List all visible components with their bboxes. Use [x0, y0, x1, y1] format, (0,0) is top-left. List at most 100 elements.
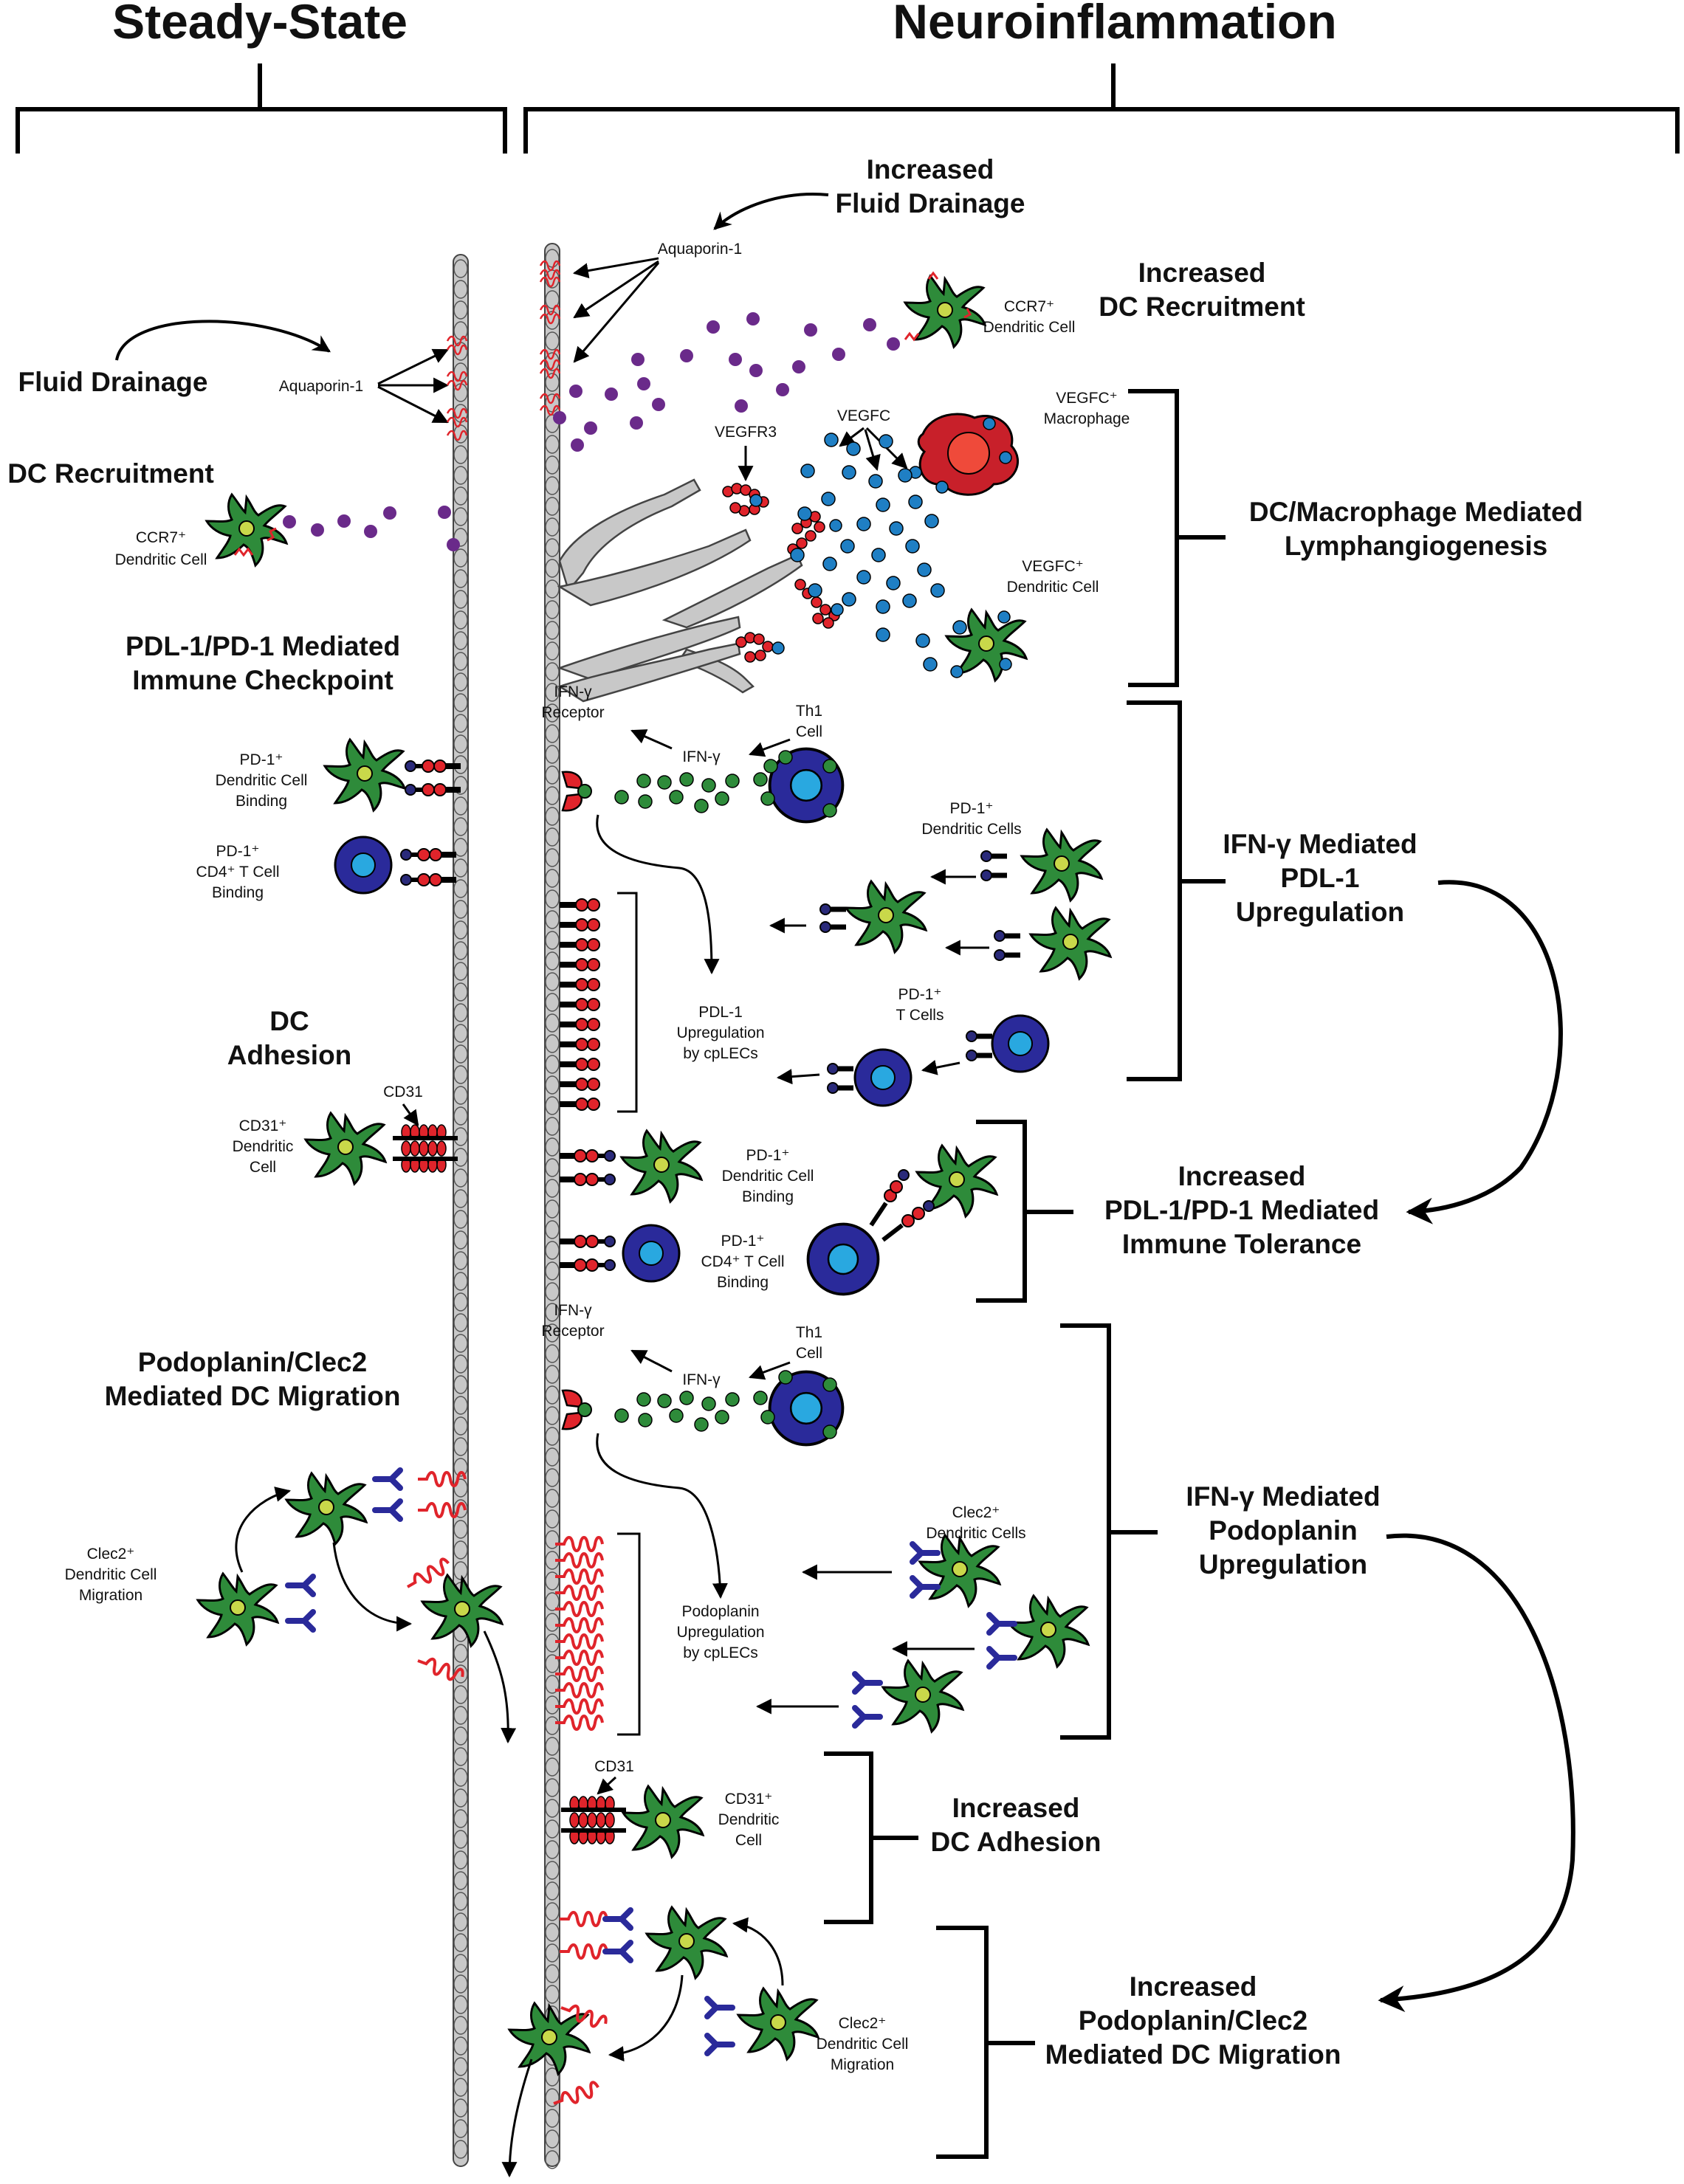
label-vegfc-dc-l2: Dendritic Cell — [1007, 579, 1099, 596]
endothelial-cell-segment — [453, 1251, 468, 1270]
podoplanin-receptor — [554, 1568, 604, 1585]
endothelial-cell-segment — [453, 362, 468, 382]
endothelial-cell-segment — [545, 1613, 560, 1632]
endothelial-cell-segment — [453, 1561, 468, 1580]
pd1-dc-right-3 — [1029, 906, 1112, 980]
endothelial-cell-segment — [453, 1726, 468, 1746]
podoplanin-right-b — [558, 1943, 608, 1960]
endothelial-cell-segment — [545, 1861, 560, 1880]
label-pd1-tcells-l2: T Cells — [896, 1007, 944, 1024]
header-brackets — [16, 63, 1680, 154]
endothelial-cell-segment — [453, 1912, 468, 1932]
endothelial-cell-segment — [453, 466, 468, 485]
endothelial-cell-segment — [545, 1757, 560, 1777]
label-pd1-t-binding-right-l3: Binding — [717, 1274, 769, 1291]
endothelial-cell-segment — [453, 1416, 468, 1436]
label-pd1-dc-binding-right-l1: PD-1⁺ — [746, 1147, 790, 1164]
endothelial-cell-segment — [545, 1654, 560, 1673]
label-podo-up-small-l3: by cpLECs — [683, 1644, 758, 1661]
label-dc-adhesion-l2: Adhesion — [227, 1040, 352, 1070]
endothelial-cell-segment — [453, 982, 468, 1002]
clec2-dc-binding-right — [645, 1906, 728, 1980]
endothelial-cell-segment — [545, 1055, 560, 1074]
label-vegfc-dc-l1: VEGFC⁺ — [1022, 558, 1083, 575]
th1-arrow-2 — [749, 1361, 791, 1380]
endothelial-cell-segment — [545, 1716, 560, 1735]
endothelial-cell-segment — [545, 2150, 560, 2169]
endothelial-cell-segment — [453, 1230, 468, 1250]
label-pd1-dc-binding-l1: PD-1⁺ — [240, 751, 283, 768]
label-pd1-dc-binding-l2: Dendritic Cell — [216, 772, 308, 789]
label-cd31-dc-right-l3: Cell — [735, 1832, 762, 1849]
endothelial-cell-segment — [545, 1799, 560, 1818]
endothelial-cell-segment — [545, 1737, 560, 1756]
endothelial-cell-segment — [453, 2036, 468, 2056]
podoplanin-receptor — [554, 1682, 604, 1698]
increased-fluid-arrow — [713, 193, 829, 230]
label-pd1-dc-binding-right-l2: Dendritic Cell — [722, 1168, 814, 1185]
label-pd1-t-binding-l3: Binding — [212, 884, 264, 901]
label-pdl1-up-small-l2: Upregulation — [676, 1024, 764, 1041]
endothelial-cell-segment — [545, 993, 560, 1012]
endothelial-cell-segment — [453, 1292, 468, 1312]
endothelial-cell-segment — [545, 2067, 560, 2087]
label-pdl1-up-small-l3: by cpLECs — [683, 1045, 758, 1062]
endothelial-cell-segment — [453, 693, 468, 712]
label-cd31-right: CD31 — [594, 1758, 634, 1775]
pdl1-ligand — [560, 1058, 599, 1070]
label-ifn-podo-l3: Upregulation — [1199, 1549, 1367, 1580]
label-ifn-pdl1-l1: IFN-γ Mediated — [1223, 829, 1417, 859]
endothelial-cell-segment — [453, 1747, 468, 1766]
pd1-dc-right-2 — [845, 880, 927, 954]
label-clec2-migration-right-l3: Migration — [831, 2056, 894, 2073]
podoplanin-receptor — [554, 1698, 604, 1715]
endothelial-cell-segment — [545, 2129, 560, 2149]
endothelial-cell-segment — [545, 1199, 560, 1219]
label-adhesion-l1: Increased — [952, 1793, 1080, 1823]
endothelial-cell-segment — [545, 373, 560, 392]
ccr7-receptors-right — [904, 271, 972, 342]
label-ccr7-dc-right-l1: CCR7⁺ — [1004, 298, 1054, 315]
endothelial-cell-segment — [545, 931, 560, 950]
endothelial-cell-segment — [453, 486, 468, 506]
pdl1-bond-right-3 — [560, 1236, 615, 1247]
pdl1-bond-right-2 — [560, 1174, 615, 1185]
endothelial-cell-segment — [545, 1819, 560, 1839]
endothelial-cell-segment — [545, 641, 560, 661]
endothelial-cell-segment — [545, 1530, 560, 1549]
endothelial-cell-segment — [545, 1075, 560, 1095]
endothelial-cell-segment — [453, 1954, 468, 1973]
endothelial-cell-segment — [453, 528, 468, 547]
label-vegfc-macrophage-l2: Macrophage — [1044, 410, 1130, 427]
ifn-gamma-dots-1 — [614, 750, 837, 818]
endothelial-cell-segment — [545, 1509, 560, 1529]
endothelial-cell-segment — [545, 1385, 560, 1405]
endothelial-cell-segment — [453, 1375, 468, 1394]
label-vegfc: VEGFC — [837, 407, 890, 424]
endothelial-cell-segment — [453, 1189, 468, 1208]
endothelial-cell-segment — [453, 817, 468, 836]
podoplanin-upregulated — [554, 1536, 604, 1731]
endothelial-cell-segment — [545, 889, 560, 909]
ifn-receptor-1 — [561, 771, 593, 812]
endothelial-cell-segment — [545, 827, 560, 847]
pd1-receptor-right-10 — [828, 1083, 853, 1093]
cd31-cluster-right — [561, 1797, 626, 1844]
endothelial-cell-segment — [453, 2119, 468, 2138]
lymphatic-vessel-left — [453, 254, 469, 2167]
endothelial-cell-segment — [545, 311, 560, 330]
label-clec2-migration-right-l1: Clec2⁺ — [839, 2015, 887, 2032]
label-pd1-dc-binding-l3: Binding — [236, 793, 287, 810]
clec2-right-1 — [913, 1544, 938, 1562]
endothelial-cell-segment — [453, 1768, 468, 1787]
pd1-tcell-right-1 — [991, 1014, 1050, 1073]
endothelial-cell-segment — [453, 1644, 468, 1663]
label-pd1-t-binding-l1: PD-1⁺ — [216, 843, 260, 860]
pd1-dc-right-1 — [1020, 828, 1103, 902]
label-ccr7-dc-right-l2: Dendritic Cell — [983, 319, 1076, 336]
endothelial-cell-segment — [453, 1933, 468, 1952]
label-ccr7-dc-l1: CCR7⁺ — [136, 529, 186, 546]
endothelial-cell-segment — [545, 724, 560, 743]
podoplanin-receptor — [554, 1552, 604, 1568]
endothelial-cell-segment — [453, 1024, 468, 1043]
